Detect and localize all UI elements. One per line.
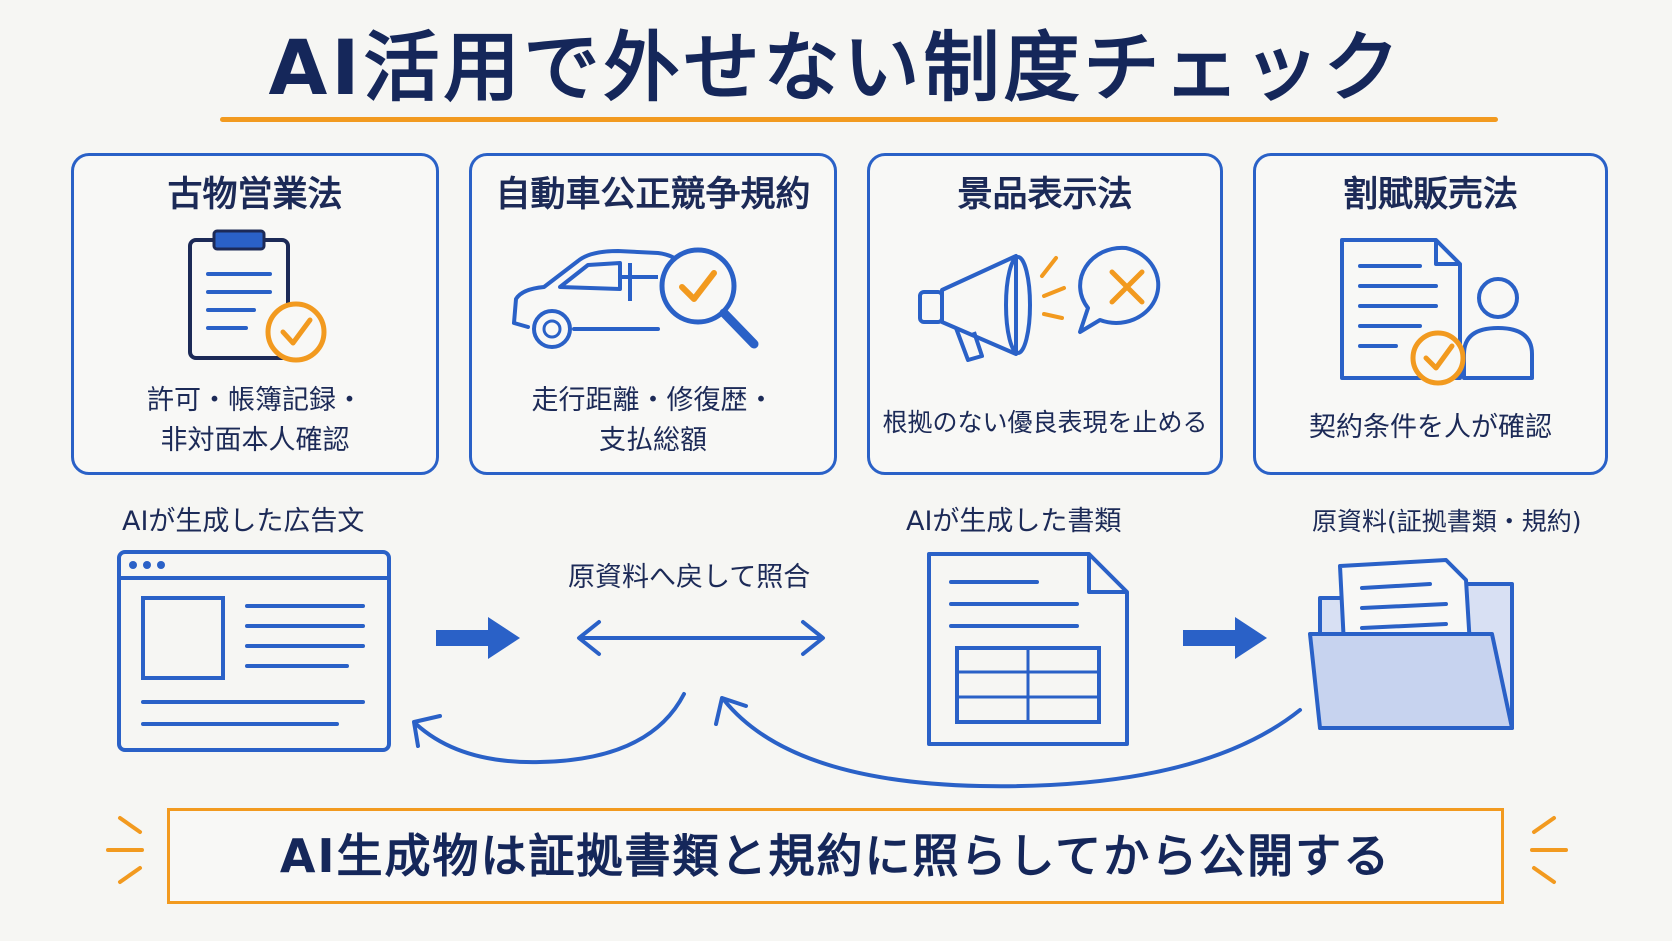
card-desc-line1: 契約条件を人が確認: [1309, 412, 1552, 443]
card-desc-line1: 許可・帳簿記録・: [147, 385, 363, 416]
card-desc-line1: 走行距離・修復歴・: [531, 385, 775, 416]
spark-left-icon: [106, 816, 144, 884]
arrow-right-icon: [436, 617, 520, 659]
doc-label: AIが生成した書類: [906, 506, 1122, 537]
card-desc-line2: 非対面本人確認: [160, 425, 350, 456]
bottom-message: AI生成物は証拠書類と規約に照らしてから公開する: [279, 829, 1392, 883]
source-label: 原資料(証拠書類・規約): [1312, 507, 1582, 536]
ad-label: AIが生成した広告文: [122, 506, 365, 537]
browser-window-icon: [117, 550, 391, 752]
card-title: 景品表示法: [957, 175, 1133, 215]
bottom-message-box: AI生成物は証拠書類と規約に照らしてから公開する: [167, 808, 1504, 904]
card-auto-fair: 自動車公正競争規約 走行距離・修復歴・ 支払総額: [469, 153, 837, 475]
card-desc-line1: 根拠のない優良表現を止める: [882, 408, 1208, 437]
contract-person-check-icon: [1340, 238, 1534, 386]
folder-documents-icon: [1308, 558, 1514, 730]
card-title: 割賦販売法: [1342, 175, 1518, 215]
card-desc-line2: 支払総額: [599, 425, 707, 456]
return-arrows-icon: [412, 692, 1302, 789]
clipboard-check-icon: [188, 229, 327, 363]
page-title: AI活用で外せない制度チェック: [268, 23, 1404, 112]
card-title: 自動車公正競争規約: [495, 175, 811, 215]
title-underline: [220, 117, 1498, 122]
car-magnifier-check-icon: [512, 247, 759, 349]
card-kobutsu: 古物営業法 許可・帳簿記録・ 非対面本人確認: [71, 153, 439, 475]
megaphone-cross-icon: [918, 245, 1161, 362]
center-label: 原資料へ戻して照合: [568, 562, 811, 593]
card-keihin: 景品表示法 根拠のない優良表現を止める: [867, 153, 1223, 475]
arrow-right-icon: [1183, 617, 1267, 659]
document-table-icon: [927, 552, 1129, 746]
card-kappu: 割賦販売法 契約条件を人が確認: [1253, 153, 1608, 475]
double-arrow-icon: [577, 620, 825, 656]
card-title: 古物営業法: [167, 175, 343, 215]
spark-right-icon: [1530, 816, 1568, 884]
